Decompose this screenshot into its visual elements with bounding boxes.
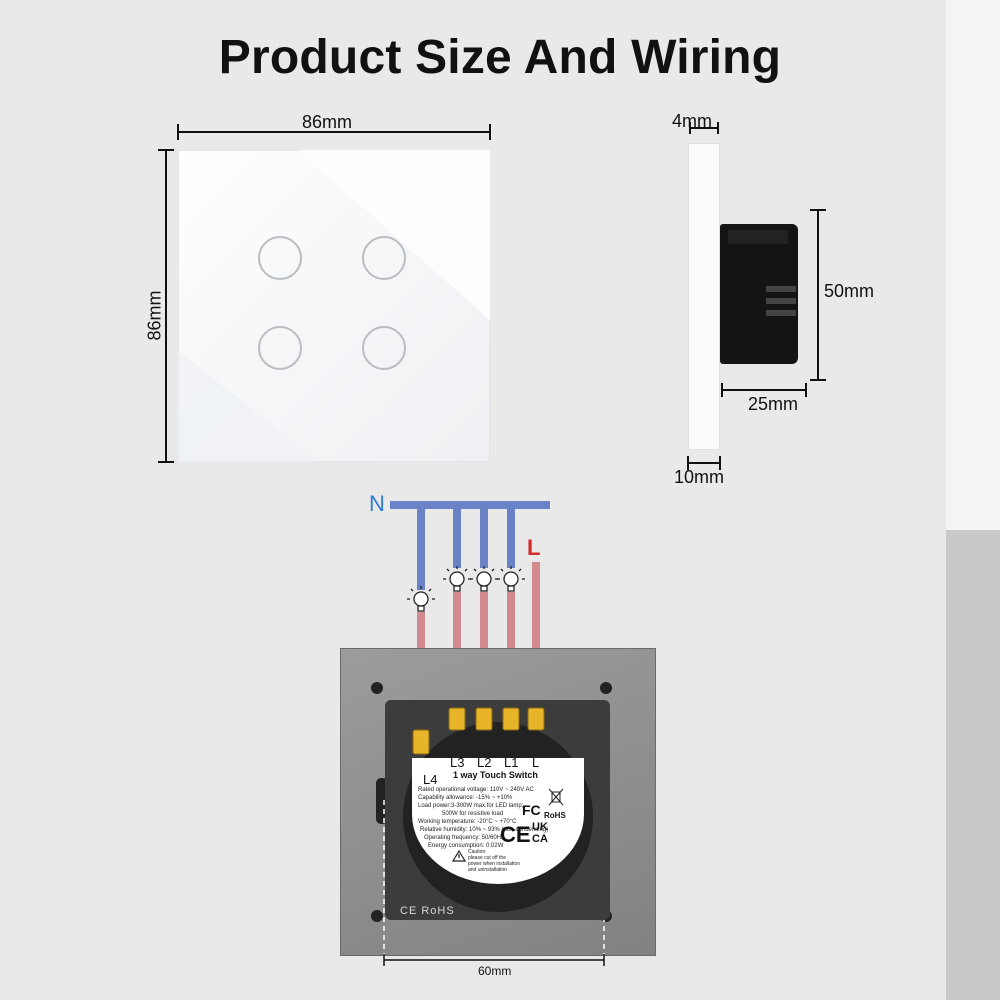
spec-line: Capability allowance: -15% ~ +10%: [418, 795, 513, 801]
lamp-icons: [407, 566, 525, 612]
lamp-icon-l3: [443, 566, 471, 592]
body-depth-label: 25mm: [748, 394, 799, 414]
module-heading: 1 way Touch Switch: [453, 770, 538, 780]
terminal-label-l1: L1: [504, 755, 519, 770]
weee-bin-icon: [548, 788, 564, 806]
plate-depth-label: 10mm: [674, 467, 725, 487]
neutral-drop-wire-l3: [453, 505, 461, 568]
body-height-label: 50mm: [824, 281, 875, 301]
terminal-label-l: L: [532, 755, 540, 770]
spec-line: Rated operational voltage: 110V ~ 240V A…: [418, 787, 534, 793]
neutral-drop-wire-l2: [480, 505, 488, 568]
embossed-marks: CE RoHS: [400, 905, 455, 917]
switch-side-glass: [688, 143, 720, 450]
caution-line: please cut off the: [468, 855, 506, 861]
spec-line: Operating frequency: 50/60Hz: [424, 835, 505, 841]
mount-spacing-label: 60mm: [478, 964, 512, 978]
glass-reflection: [178, 150, 490, 462]
spec-line: 500W for resistive load: [442, 811, 504, 817]
rohs-mark: RoHS: [544, 811, 566, 820]
touch-button-3[interactable]: [258, 326, 302, 370]
spec-line: Working temperature: -20°C ~ +70°C: [418, 819, 517, 825]
spec-line: Load power:3-300W max.for LED lamp;: [418, 803, 524, 809]
neutral-drop-wire-l4: [417, 505, 425, 590]
touch-button-1[interactable]: [258, 236, 302, 280]
spec-line: Relative humidity: 10% ~ 93% (non-conden…: [420, 827, 549, 833]
neutral-label: N: [369, 491, 385, 516]
caution-line: power when installation: [468, 861, 520, 867]
caution-line: Caution:: [468, 849, 487, 855]
ce-mark: CE: [500, 822, 531, 847]
neutral-bus-wire: [390, 501, 550, 509]
terminal-label-l3: L3: [450, 755, 465, 770]
touch-button-4[interactable]: [362, 326, 406, 370]
touch-button-2[interactable]: [362, 236, 406, 280]
spec-line: Energy consumption: 0.02W: [428, 843, 504, 849]
neutral-drop-wire-l1: [507, 505, 515, 568]
lamp-icon-l1: [497, 566, 525, 592]
caution-icon: [452, 850, 466, 862]
live-label: L: [527, 535, 541, 560]
background-panel-lower: [946, 530, 1000, 1000]
ukca-mark-ca: CA: [532, 833, 548, 845]
terminal-label-l2: L2: [477, 755, 492, 770]
switch-side-body: [720, 224, 798, 364]
front-width-label: 86mm: [302, 112, 353, 132]
page-title: Product Size And Wiring: [218, 31, 782, 84]
glass-thickness-label: 4mm: [672, 111, 712, 131]
terminal-label-l4: L4: [423, 772, 438, 787]
switch-front-panel: [178, 150, 490, 462]
ukca-mark-uk: UK: [532, 821, 548, 833]
caution-line: and uninstallation: [468, 867, 507, 873]
module-spec-label: [412, 758, 584, 884]
live-wire: [532, 562, 540, 714]
lamp-icon-l4: [407, 586, 435, 612]
fcc-mark: FC: [522, 802, 541, 818]
